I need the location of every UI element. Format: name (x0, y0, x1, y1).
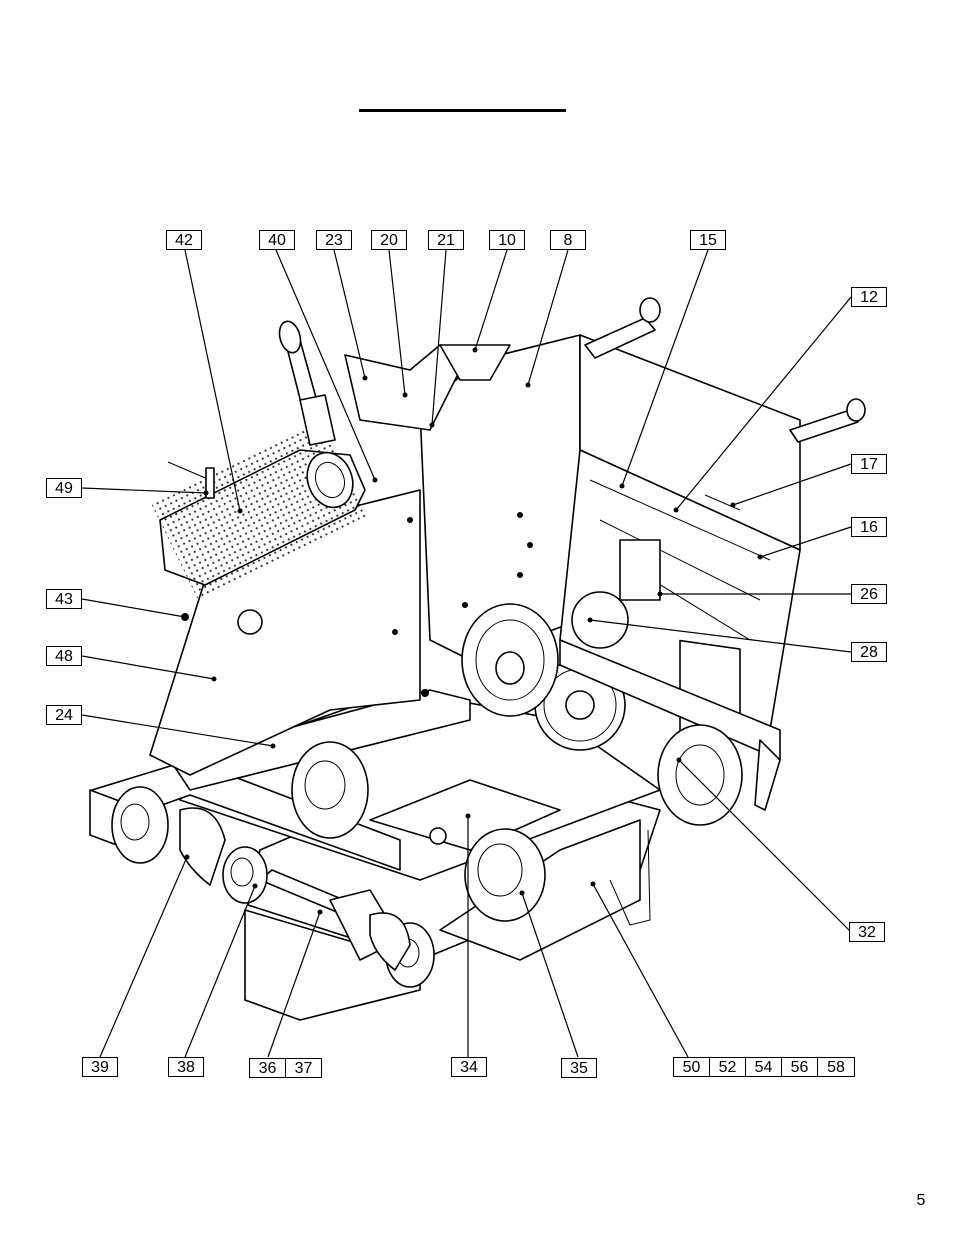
callout-49: 49 (46, 478, 82, 498)
title-underline (359, 109, 566, 112)
callout-36: 36 (249, 1058, 286, 1078)
callout-54: 54 (745, 1057, 782, 1077)
callout-58: 58 (817, 1057, 855, 1077)
callout-17: 17 (851, 454, 887, 474)
wheels (111, 724, 743, 988)
callout-16: 16 (851, 517, 887, 537)
callout-10: 10 (489, 230, 525, 250)
callout-21: 21 (428, 230, 464, 250)
callout-15: 15 (690, 230, 726, 250)
callout-24: 24 (46, 705, 82, 725)
callout-38: 38 (168, 1057, 204, 1077)
callout-35: 35 (561, 1058, 597, 1078)
callout-8: 8 (550, 230, 586, 250)
callout-23: 23 (316, 230, 352, 250)
callout-26: 26 (851, 584, 887, 604)
callout-56: 56 (781, 1057, 818, 1077)
callout-50: 50 (673, 1057, 710, 1077)
callout-43: 43 (46, 589, 82, 609)
leader-dots (184, 347, 763, 915)
callout-48: 48 (46, 646, 82, 666)
machine-illustration (89, 297, 866, 1021)
leader-lines (81, 249, 852, 1058)
page-number: 5 (916, 1192, 926, 1209)
callout-37: 37 (285, 1058, 322, 1078)
callout-52: 52 (709, 1057, 746, 1077)
callout-42: 42 (166, 230, 202, 250)
callout-12: 12 (851, 287, 887, 307)
callout-39: 39 (82, 1057, 118, 1077)
callout-20: 20 (371, 230, 407, 250)
callout-28: 28 (851, 642, 887, 662)
callout-34: 34 (451, 1057, 487, 1077)
callout-32: 32 (849, 922, 885, 942)
callout-40: 40 (259, 230, 295, 250)
